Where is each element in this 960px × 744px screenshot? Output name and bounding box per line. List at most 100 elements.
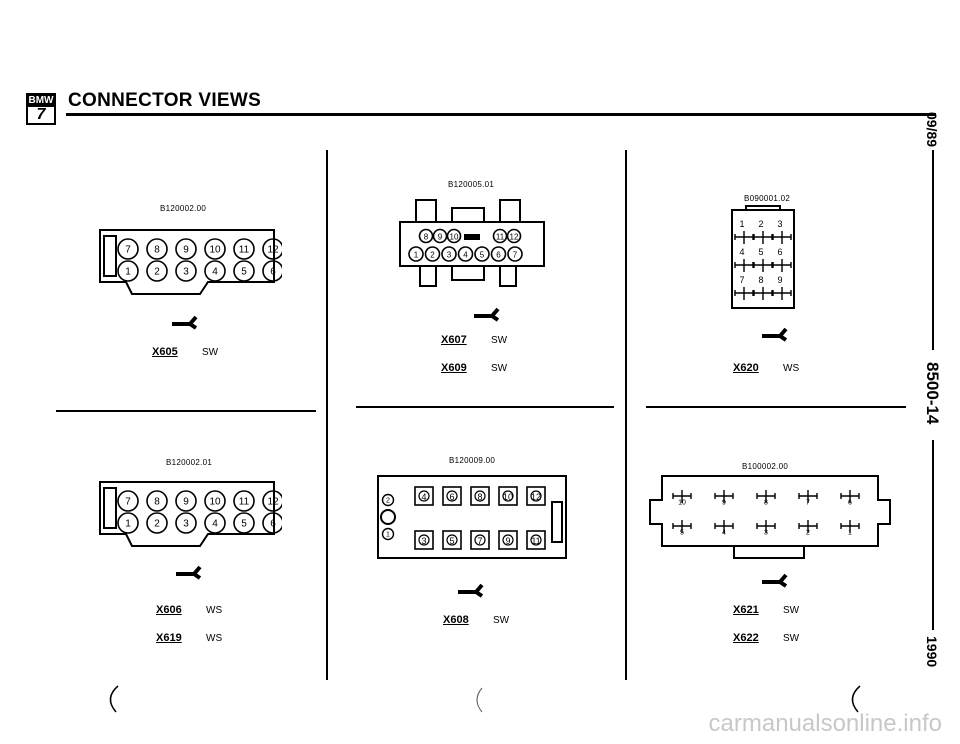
flat-pin-socket bbox=[840, 520, 860, 533]
pin-socket bbox=[233, 238, 255, 260]
pin-number: 10 bbox=[678, 500, 686, 507]
wire-color-x609: SW bbox=[491, 363, 508, 374]
bmw-7-logo: BMW 7 bbox=[26, 93, 56, 125]
pin-socket bbox=[117, 260, 139, 282]
wire-color-x608: SW bbox=[493, 615, 510, 626]
connector-key-icon-c5 bbox=[458, 583, 484, 598]
pin-socket bbox=[498, 530, 518, 550]
pin-number: 7 bbox=[125, 245, 131, 256]
pin-number: 10 bbox=[209, 497, 221, 508]
pin-number: 8 bbox=[758, 275, 763, 285]
wire-color-x620: WS bbox=[783, 363, 800, 374]
pin-number: 8 bbox=[154, 245, 160, 256]
pin-number: 8 bbox=[764, 500, 768, 507]
side-section: 8500-14 bbox=[923, 362, 942, 425]
pin-number: 6 bbox=[848, 500, 852, 507]
pin-number: 12 bbox=[531, 492, 541, 502]
pin-number: 2 bbox=[430, 251, 435, 260]
pin-socket bbox=[204, 238, 226, 260]
scan-mark-left bbox=[109, 685, 119, 713]
pin-socket bbox=[204, 512, 226, 534]
pin-number: 1 bbox=[125, 267, 131, 278]
flat-pin-socket bbox=[714, 490, 734, 503]
column-divider-left bbox=[326, 150, 328, 680]
pin-number: 9 bbox=[777, 275, 782, 285]
pin-number: 2 bbox=[758, 219, 763, 229]
pin-socket bbox=[470, 530, 490, 550]
pin-number: 4 bbox=[463, 251, 468, 260]
pin-number: 3 bbox=[764, 530, 768, 537]
pin-socket bbox=[146, 238, 168, 260]
flat-pin-socket bbox=[772, 259, 792, 272]
pin-contact bbox=[530, 490, 542, 502]
pin-socket bbox=[418, 228, 434, 244]
pin-socket bbox=[492, 228, 508, 244]
pin-number: 1 bbox=[125, 519, 131, 530]
pin-socket bbox=[506, 228, 522, 244]
pin-socket bbox=[381, 493, 395, 507]
pin-contact bbox=[446, 534, 458, 546]
pin-socket bbox=[470, 486, 490, 506]
connector-id-x606: X606 bbox=[156, 604, 182, 616]
pin-number: 6 bbox=[777, 247, 782, 257]
pin-number: 4 bbox=[212, 519, 218, 530]
pin-number: 11 bbox=[239, 245, 250, 256]
pin-socket bbox=[175, 260, 197, 282]
part-code-c6: B100002.00 bbox=[742, 462, 789, 471]
pin-number: 7 bbox=[806, 500, 810, 507]
pin-contact bbox=[474, 534, 486, 546]
connector-id-x609: X609 bbox=[441, 362, 467, 374]
part-code-c2: B120005.01 bbox=[448, 180, 495, 189]
pin-socket bbox=[498, 486, 518, 506]
pin-socket bbox=[408, 246, 424, 262]
pin-socket bbox=[146, 490, 168, 512]
flat-pin-socket bbox=[734, 259, 754, 272]
pin-number: 4 bbox=[421, 492, 426, 502]
flat-pin-socket bbox=[734, 287, 754, 300]
pin-socket bbox=[233, 512, 255, 534]
connector-key-icon-c6 bbox=[762, 573, 788, 588]
pin-socket bbox=[432, 228, 448, 244]
connector-id-x622: X622 bbox=[733, 632, 759, 644]
pin-number: 2 bbox=[154, 267, 160, 278]
pin-socket bbox=[175, 512, 197, 534]
pin-number: 3 bbox=[183, 267, 189, 278]
pin-number: 6 bbox=[496, 251, 501, 260]
pin-socket bbox=[381, 527, 395, 541]
connector-id-x621: X621 bbox=[733, 604, 759, 616]
connector-id-x607: X607 bbox=[441, 334, 467, 346]
part-code-c3: B090001.02 bbox=[744, 194, 791, 203]
pin-socket bbox=[526, 486, 546, 506]
pin-contact bbox=[502, 490, 514, 502]
pin-number: 9 bbox=[183, 497, 189, 508]
wire-color-x621: SW bbox=[783, 605, 800, 616]
pin-number: 9 bbox=[722, 500, 726, 507]
pin-socket bbox=[233, 490, 255, 512]
row-divider-1 bbox=[56, 410, 316, 412]
page-title: CONNECTOR VIEWS bbox=[68, 90, 262, 111]
pin-number: 10 bbox=[450, 233, 459, 242]
logo-series: 7 bbox=[36, 106, 46, 123]
pin-number: 3 bbox=[447, 251, 452, 260]
pin-number: 9 bbox=[438, 233, 443, 242]
logo-brand: BMW bbox=[28, 95, 54, 107]
connector-key-icon-c1 bbox=[172, 315, 198, 330]
flat-pin-socket bbox=[756, 520, 776, 533]
flat-pin-socket bbox=[672, 490, 692, 503]
row-divider-2 bbox=[356, 406, 614, 408]
pin-socket bbox=[526, 530, 546, 550]
pin-contact bbox=[418, 534, 430, 546]
pin-socket bbox=[204, 490, 226, 512]
pin-socket bbox=[262, 490, 282, 512]
pin-socket bbox=[414, 530, 434, 550]
flat-pin-socket bbox=[772, 287, 792, 300]
pin-socket bbox=[262, 238, 282, 260]
row-divider-3 bbox=[646, 406, 906, 408]
pin-number: 8 bbox=[477, 492, 482, 502]
pin-number: 1 bbox=[414, 251, 419, 260]
connector-id-x620: X620 bbox=[733, 362, 759, 374]
pin-number: 5 bbox=[480, 251, 485, 260]
